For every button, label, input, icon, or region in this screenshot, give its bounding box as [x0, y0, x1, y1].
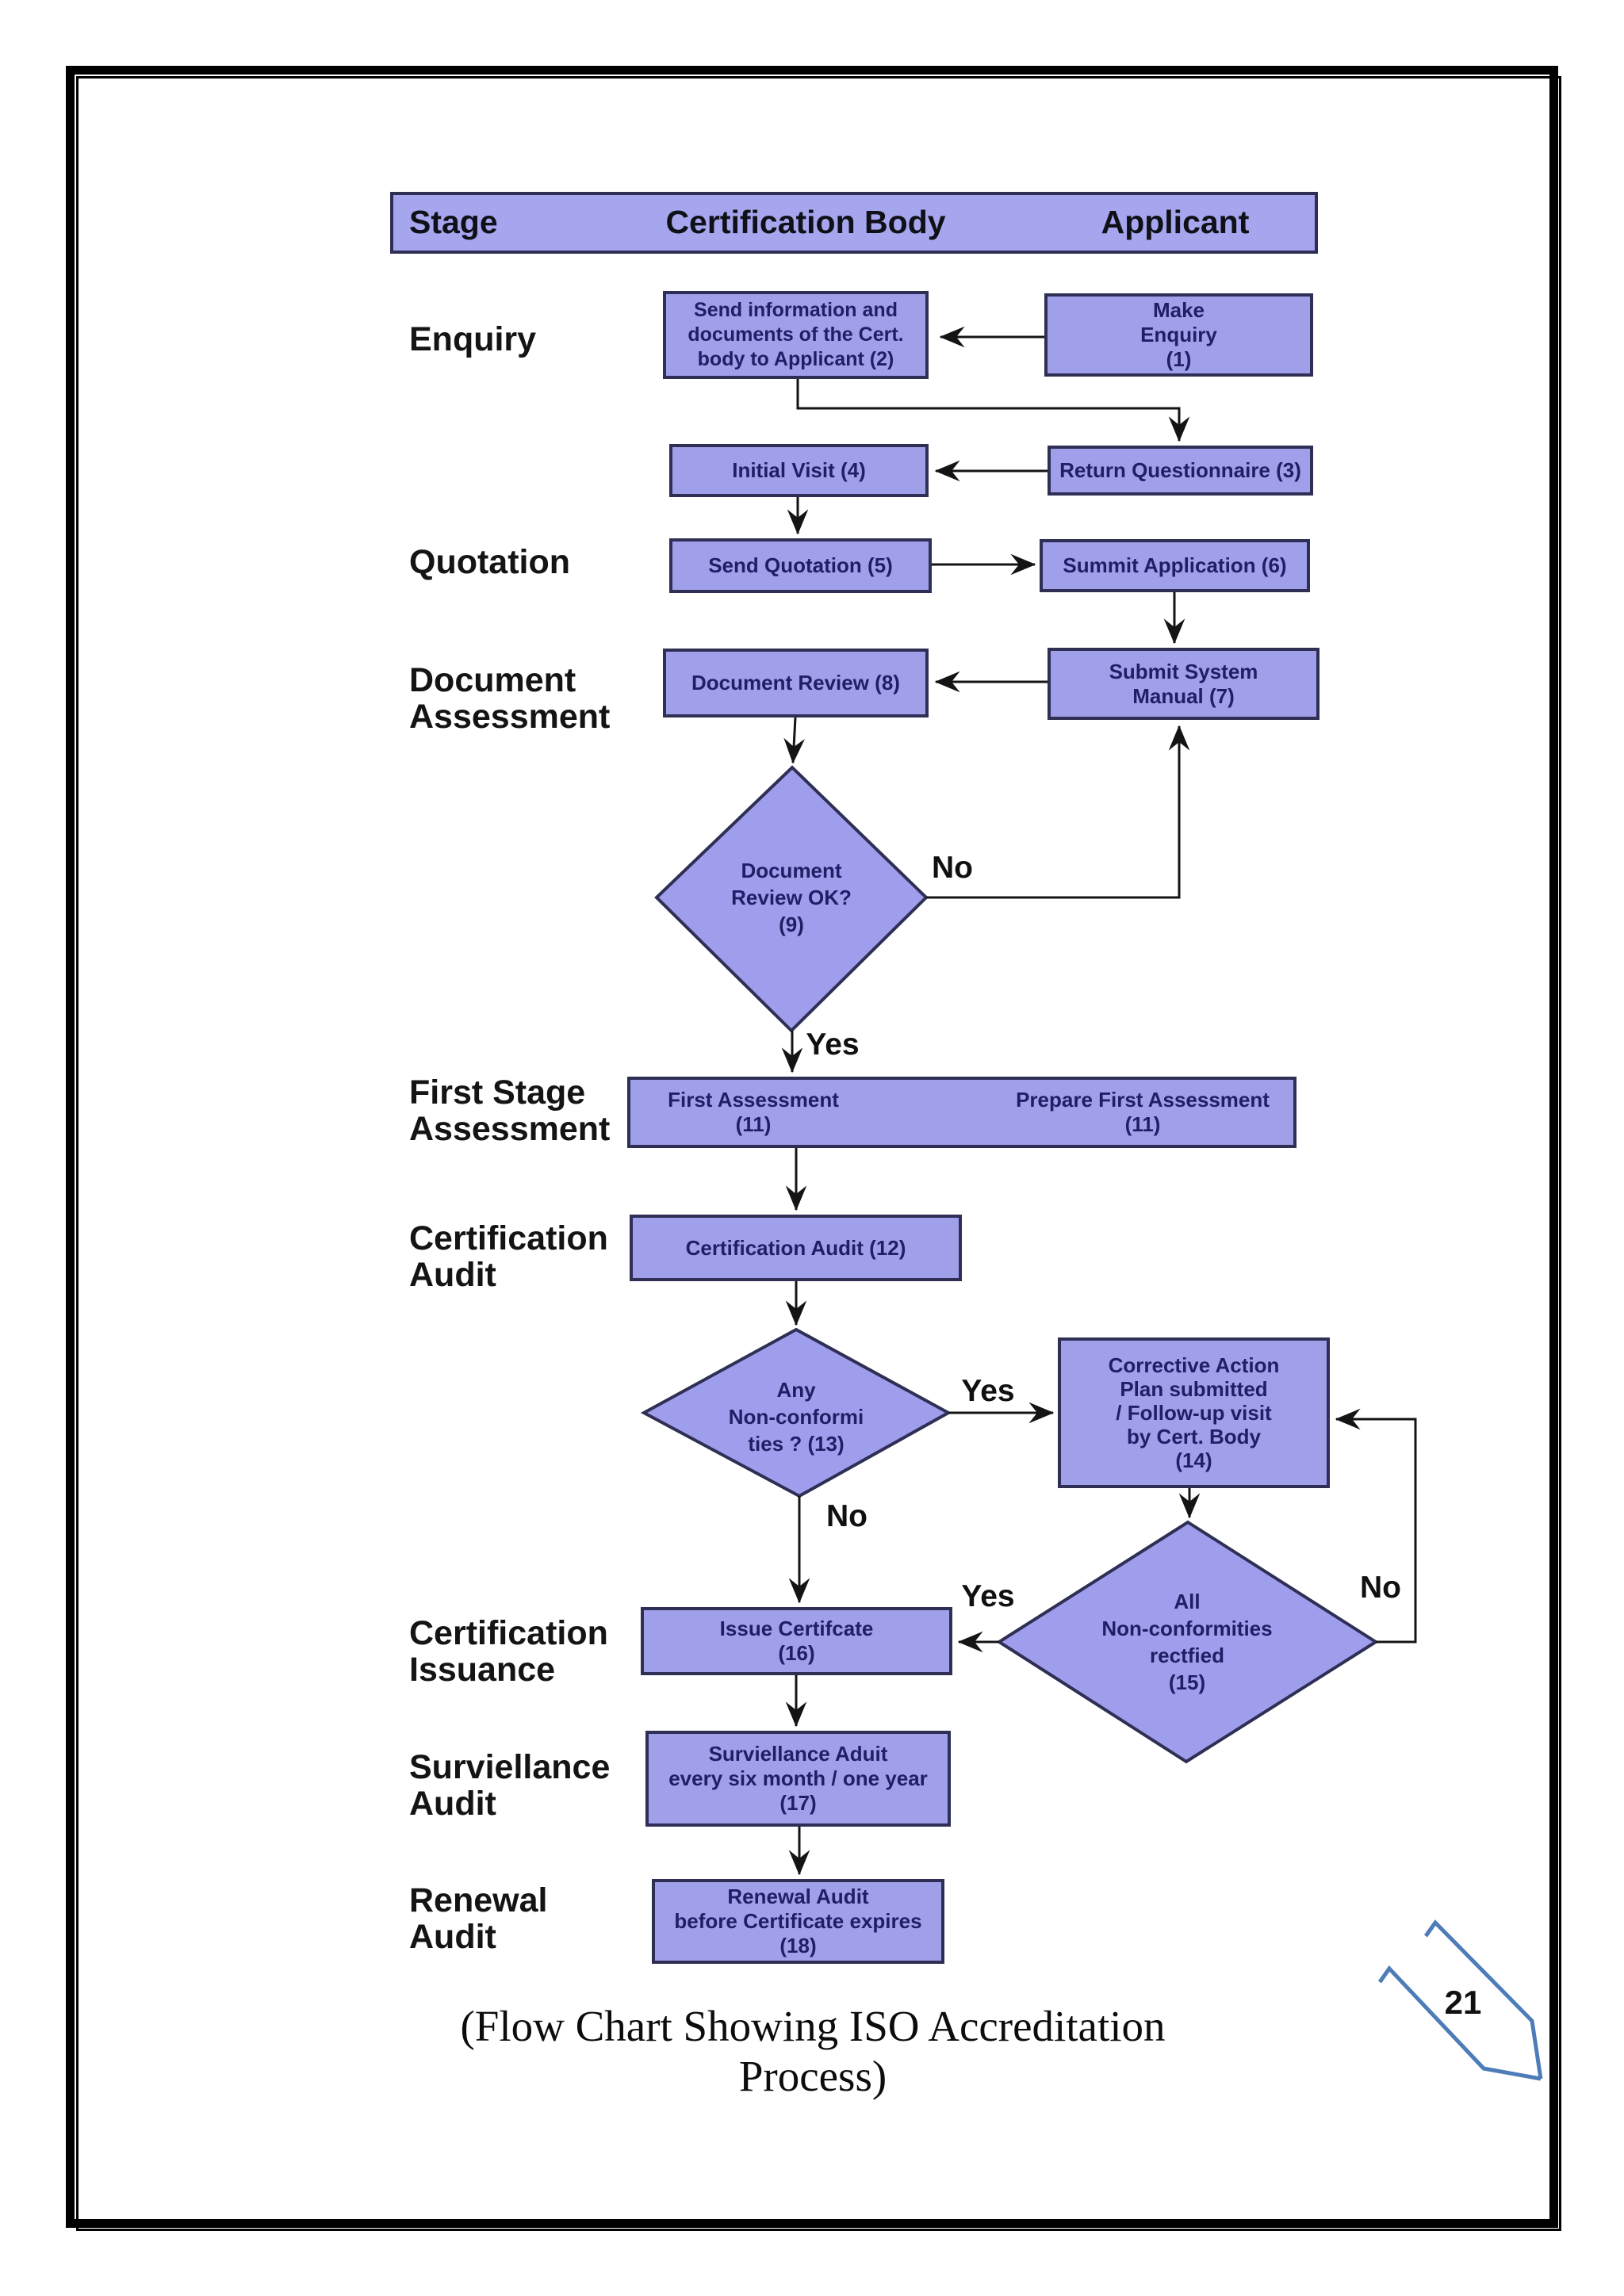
figure-caption: (Flow Chart Showing ISO Accreditation Pr… [460, 2002, 1166, 2100]
column-header-stage: Stage [409, 204, 498, 240]
stage-label-first-stage-assessment: First Stage Assessment [409, 1073, 611, 1148]
node-document-review: Document Review (8) [663, 649, 929, 718]
decision-text-any-nonconformities: Any Non-conformi ties ? (13) [728, 1378, 864, 1456]
stage-label-document-assessment: Document Assessment [409, 661, 611, 736]
node-submit-system-manual: Submit System Manual (7) [1048, 648, 1320, 720]
stage-label-quotation: Quotation [409, 543, 571, 581]
decision-text-document-review-ok: Document Review OK? (9) [731, 859, 852, 936]
stage-label-enquiry: Enquiry [409, 320, 537, 358]
column-header-bar [390, 192, 1318, 254]
pen-mark-icon [1377, 1919, 1543, 2081]
decision-all-nonconformities-rectified [996, 1520, 1379, 1764]
node-certification-audit: Certification Audit (12) [630, 1215, 962, 1281]
node-renewal-audit: Renewal Audit before Certificate expires… [652, 1879, 944, 1964]
node-first-assessment: First Assessment (11) [668, 1088, 839, 1136]
stage-label-certification-issuance: Certification Issuance [409, 1614, 608, 1689]
node-make-enquiry: Make Enquiry (1) [1044, 293, 1313, 377]
page-number: 21 [1444, 1984, 1482, 2021]
node-surveillance-audit: Surviellance Aduit every six month / one… [645, 1731, 951, 1827]
edge-label-no-13: No [826, 1499, 868, 1533]
stage-label-certification-audit: Certification Audit [409, 1219, 608, 1294]
column-header-applicant: Applicant [1101, 204, 1250, 240]
node-send-information: Send information and documents of the Ce… [663, 291, 929, 379]
node-corrective-action: Corrective Action Plan submitted / Follo… [1058, 1337, 1330, 1488]
edge-label-yes-9: Yes [806, 1027, 860, 1062]
node-send-quotation: Send Quotation (5) [669, 538, 932, 593]
node-prepare-first-assessment: Prepare First Assessment (11) [1016, 1088, 1270, 1136]
node-return-questionnaire: Return Questionnaire (3) [1048, 446, 1313, 496]
node-initial-visit: Initial Visit (4) [669, 444, 929, 497]
stage-label-surveillance-audit: Surviellance Audit [409, 1748, 611, 1823]
edge-label-no-15: No [1360, 1571, 1401, 1605]
stage-label-renewal-audit: Renewal Audit [409, 1881, 548, 1956]
node-submit-application: Summit Application (6) [1040, 539, 1310, 592]
edge-label-yes-13: Yes [961, 1374, 1015, 1408]
column-header-certification-body: Certification Body [665, 204, 946, 240]
page-border [66, 66, 1561, 2231]
edge-label-yes-15: Yes [961, 1579, 1015, 1613]
node-issue-certificate: Issue Certifcate (16) [641, 1607, 952, 1675]
flow-arrows [781, 326, 1417, 1876]
edge-label-no-9: No [932, 851, 973, 885]
node-first-stage-assessment: First Assessment (11) Prepare First Asse… [627, 1077, 1297, 1148]
decision-text-all-nonconformities: All Non-conformities rectfied (15) [1101, 1590, 1273, 1694]
